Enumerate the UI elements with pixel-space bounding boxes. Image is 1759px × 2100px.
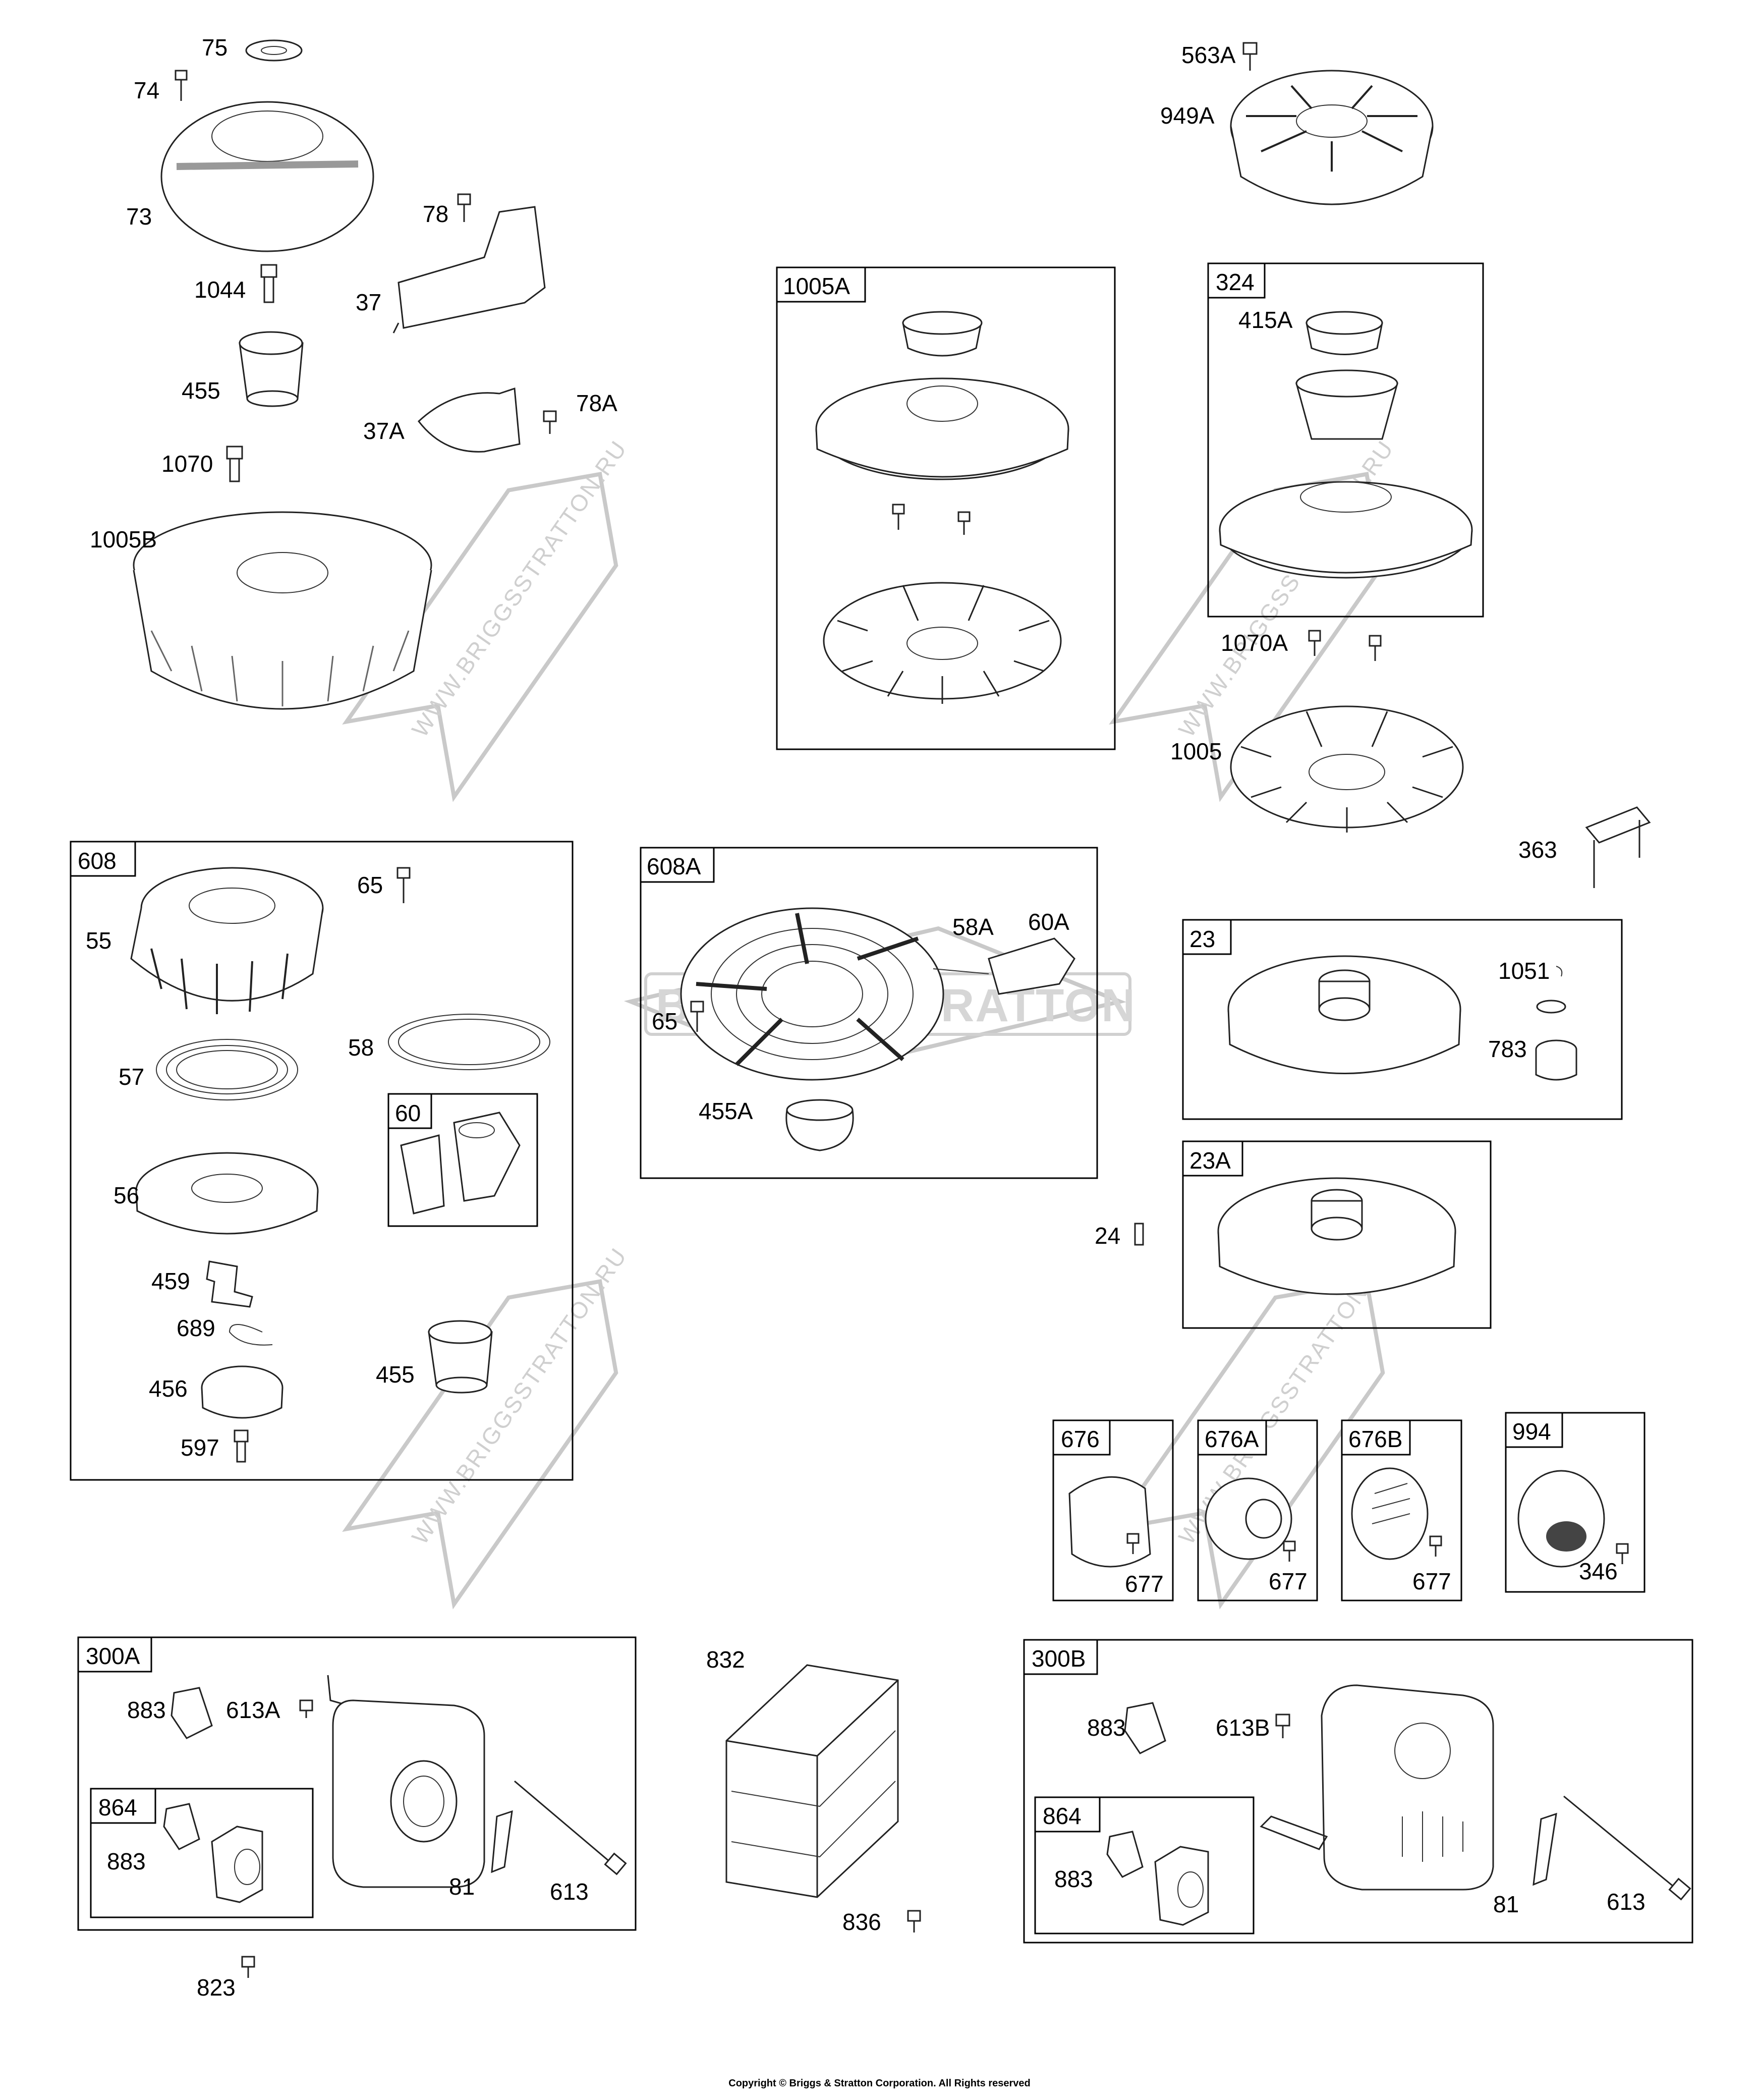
part-label: 883 xyxy=(127,1697,166,1723)
part-label: 1051 xyxy=(1498,958,1550,984)
group-tag: 23A xyxy=(1189,1147,1231,1174)
part-label: 597 xyxy=(181,1434,219,1461)
loose-part-labels: 75 74 73 78 1044 37 455 37A 78A 1070 100… xyxy=(90,34,1557,2001)
part-label: 363 xyxy=(1518,837,1557,863)
part-label: 783 xyxy=(1488,1036,1527,1062)
group-tag: 300B xyxy=(1032,1645,1086,1672)
part-label: 1005 xyxy=(1170,738,1222,764)
part-label: 55 xyxy=(86,927,111,954)
top-right-parts xyxy=(1134,42,1651,1246)
part-label: 81 xyxy=(1493,1891,1519,1917)
group-676B xyxy=(1341,1419,1462,1601)
part-label: 883 xyxy=(1087,1715,1126,1741)
group-300A xyxy=(77,1636,637,1931)
part-label: 455 xyxy=(376,1361,415,1388)
group-994 xyxy=(1505,1412,1645,1593)
group-tag: 994 xyxy=(1512,1418,1551,1445)
group-tag: 864 xyxy=(98,1794,137,1820)
part-label: 1070A xyxy=(1221,630,1288,656)
group-60 xyxy=(387,1093,538,1227)
part-label: 613 xyxy=(1607,1889,1645,1915)
part-label: 37 xyxy=(356,289,381,315)
part-label: 58A xyxy=(952,914,994,940)
part-label: 677 xyxy=(1412,1568,1451,1594)
group-tag: 300A xyxy=(86,1643,140,1669)
part-label: 823 xyxy=(197,1974,236,2001)
part-label: 60A xyxy=(1028,909,1069,935)
group-tag: 676 xyxy=(1061,1426,1100,1452)
part-label: 689 xyxy=(177,1315,215,1341)
group-23 xyxy=(1182,919,1623,1120)
group-tag: 676A xyxy=(1205,1426,1259,1452)
group-676A xyxy=(1197,1419,1318,1601)
group-tag: 324 xyxy=(1216,269,1255,295)
part-label: 37A xyxy=(363,418,405,444)
group-608 xyxy=(70,841,574,1481)
part-label: 459 xyxy=(151,1268,190,1294)
group-300B xyxy=(1023,1639,1693,1944)
group-tags: 1005A 324 608 60 608A 23 23A 676 676A 67… xyxy=(78,269,1551,1829)
part-label: 56 xyxy=(114,1182,139,1208)
part-label: 81 xyxy=(449,1873,475,1900)
part-label: 677 xyxy=(1125,1571,1164,1597)
group-tag: 23 xyxy=(1189,926,1215,952)
part-label: 57 xyxy=(119,1064,144,1090)
group-676 xyxy=(1052,1419,1174,1601)
part-label: 883 xyxy=(107,1848,146,1874)
part-label: 1044 xyxy=(194,277,246,303)
part-label: 78A xyxy=(576,390,617,416)
group-864-left xyxy=(90,1788,314,1918)
part-label: 455 xyxy=(182,377,220,404)
part-label: 883 xyxy=(1054,1866,1093,1892)
grouped-part-labels: 415A 65 55 58 57 56 459 689 456 597 455 … xyxy=(86,307,1645,1917)
group-608A xyxy=(640,847,1098,1179)
part-label: 415A xyxy=(1238,307,1293,333)
part-label: 78 xyxy=(423,201,448,227)
part-label: 677 xyxy=(1269,1568,1308,1594)
part-label: 1005B xyxy=(90,526,157,552)
group-tag: 676B xyxy=(1348,1426,1402,1452)
loose-bottom-parts xyxy=(241,1664,921,1978)
group-tag: 864 xyxy=(1043,1803,1082,1829)
part-label: 73 xyxy=(126,203,152,230)
part-label: 613 xyxy=(550,1878,589,1905)
copyright-notice: Copyright © Briggs & Stratton Corporatio… xyxy=(728,2078,1031,2089)
group-tag: 1005A xyxy=(783,273,850,299)
group-324 xyxy=(1207,262,1484,618)
group-tag: 608 xyxy=(78,848,117,874)
group-tag: 60 xyxy=(395,1100,421,1126)
part-label: 65 xyxy=(357,872,383,898)
part-label: 836 xyxy=(842,1909,881,1935)
part-label: 74 xyxy=(134,77,159,103)
part-label: 563A xyxy=(1181,42,1236,68)
group-tag: 608A xyxy=(647,853,701,879)
group-23A xyxy=(1182,1140,1492,1329)
part-label: 346 xyxy=(1579,1558,1618,1584)
part-label: 24 xyxy=(1095,1223,1120,1249)
part-label: 58 xyxy=(348,1034,374,1061)
part-label: 1070 xyxy=(161,451,213,477)
group-1005A xyxy=(776,266,1116,750)
top-left-parts xyxy=(133,39,557,710)
part-label: 949A xyxy=(1160,102,1215,129)
part-label: 613B xyxy=(1216,1715,1270,1741)
group-864-right xyxy=(1034,1796,1255,1935)
part-label: 75 xyxy=(202,34,228,61)
part-label: 65 xyxy=(652,1008,677,1034)
part-label: 613A xyxy=(226,1697,280,1723)
part-label: 455A xyxy=(699,1098,753,1124)
part-label: 456 xyxy=(149,1375,188,1402)
part-label: 832 xyxy=(706,1646,745,1673)
